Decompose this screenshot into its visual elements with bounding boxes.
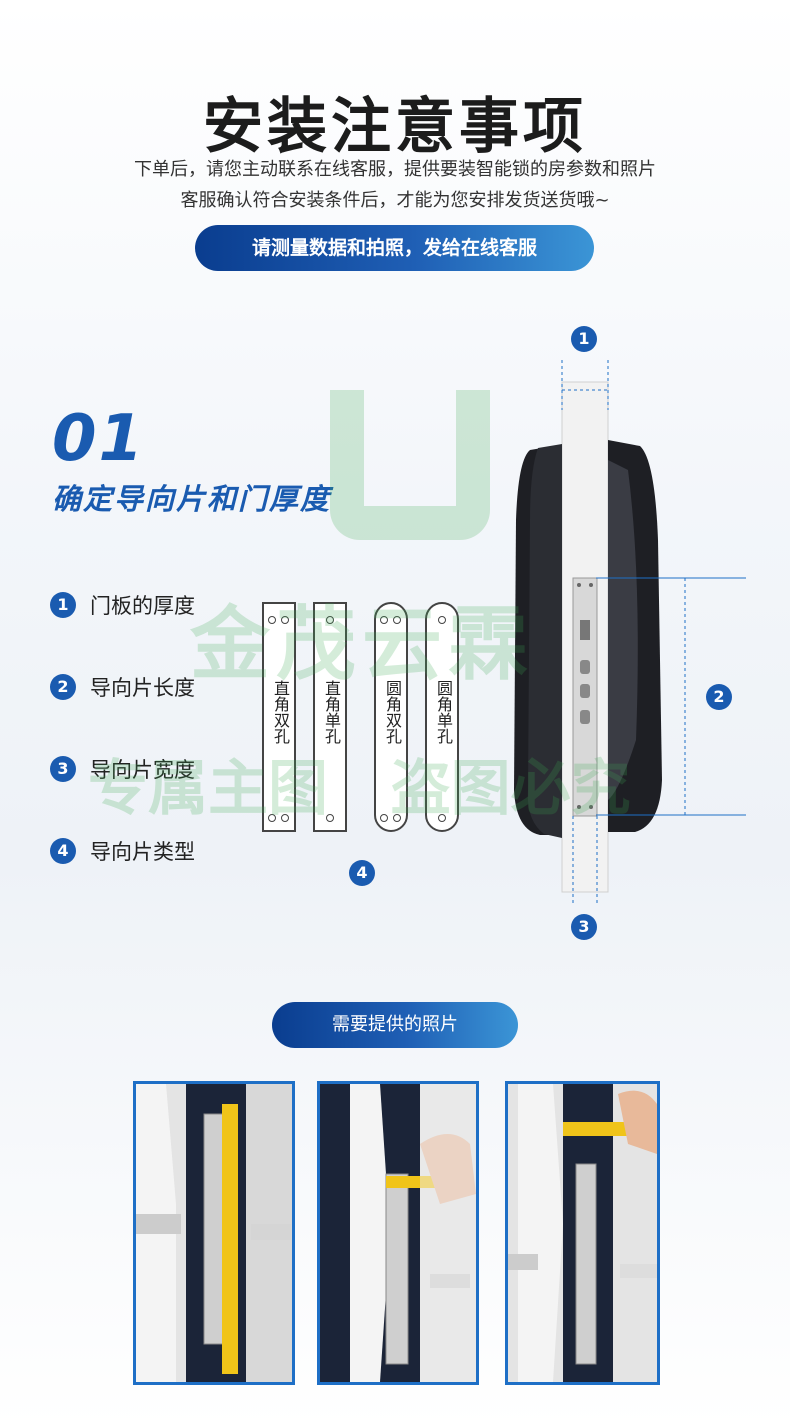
faceplate-round-single: 圆角单孔 bbox=[425, 602, 459, 832]
legend-label: 导向片长度 bbox=[90, 676, 195, 700]
measure-cta-button[interactable]: 请测量数据和拍照，发给在线客服 bbox=[195, 225, 594, 271]
faceplate-round-double: 圆角双孔 bbox=[374, 602, 408, 832]
marker-4: 4 bbox=[349, 860, 375, 886]
intro-line-2: 客服确认符合安装条件后，才能为您安排发货送货哦~ bbox=[180, 190, 610, 211]
watermark-logo-icon bbox=[330, 390, 490, 540]
legend-number: 2 bbox=[50, 674, 76, 700]
legend-label: 导向片宽度 bbox=[90, 758, 195, 782]
legend-number: 1 bbox=[50, 592, 76, 618]
plate-label: 圆角单孔 bbox=[434, 680, 453, 744]
watermark-brand: 金茂云霖 bbox=[190, 598, 534, 691]
step-title: 确定导向片和门厚度 bbox=[52, 482, 332, 516]
watermark-notice: 专属主图 盗图必究 bbox=[88, 754, 631, 824]
marker-1: 1 bbox=[571, 326, 597, 352]
marker-2: 2 bbox=[706, 684, 732, 710]
legend-label: 导向片类型 bbox=[90, 840, 195, 864]
intro-line-1: 下单后，请您主动联系在线客服，提供要装智能锁的房参数和照片 bbox=[134, 159, 656, 180]
plate-label: 直角双孔 bbox=[271, 680, 290, 744]
photo-measure-door-thickness bbox=[505, 1081, 660, 1385]
marker-3: 3 bbox=[571, 914, 597, 940]
photos-section-title: 需要提供的照片 bbox=[272, 1002, 518, 1048]
lock-diagram bbox=[514, 360, 746, 905]
legend-label: 门板的厚度 bbox=[90, 594, 195, 618]
legend-number: 3 bbox=[50, 756, 76, 782]
plate-label: 直角单孔 bbox=[322, 680, 341, 744]
plate-label: 圆角双孔 bbox=[383, 680, 402, 744]
photo-measure-length bbox=[133, 1081, 295, 1385]
faceplate-square-single: 直角单孔 bbox=[313, 602, 347, 832]
legend-number: 4 bbox=[50, 838, 76, 864]
faceplate-square-double: 直角双孔 bbox=[262, 602, 296, 832]
page-title: 安装注意事项 bbox=[203, 92, 587, 162]
step-number: 01 bbox=[52, 402, 146, 476]
photo-measure-width bbox=[317, 1081, 479, 1385]
